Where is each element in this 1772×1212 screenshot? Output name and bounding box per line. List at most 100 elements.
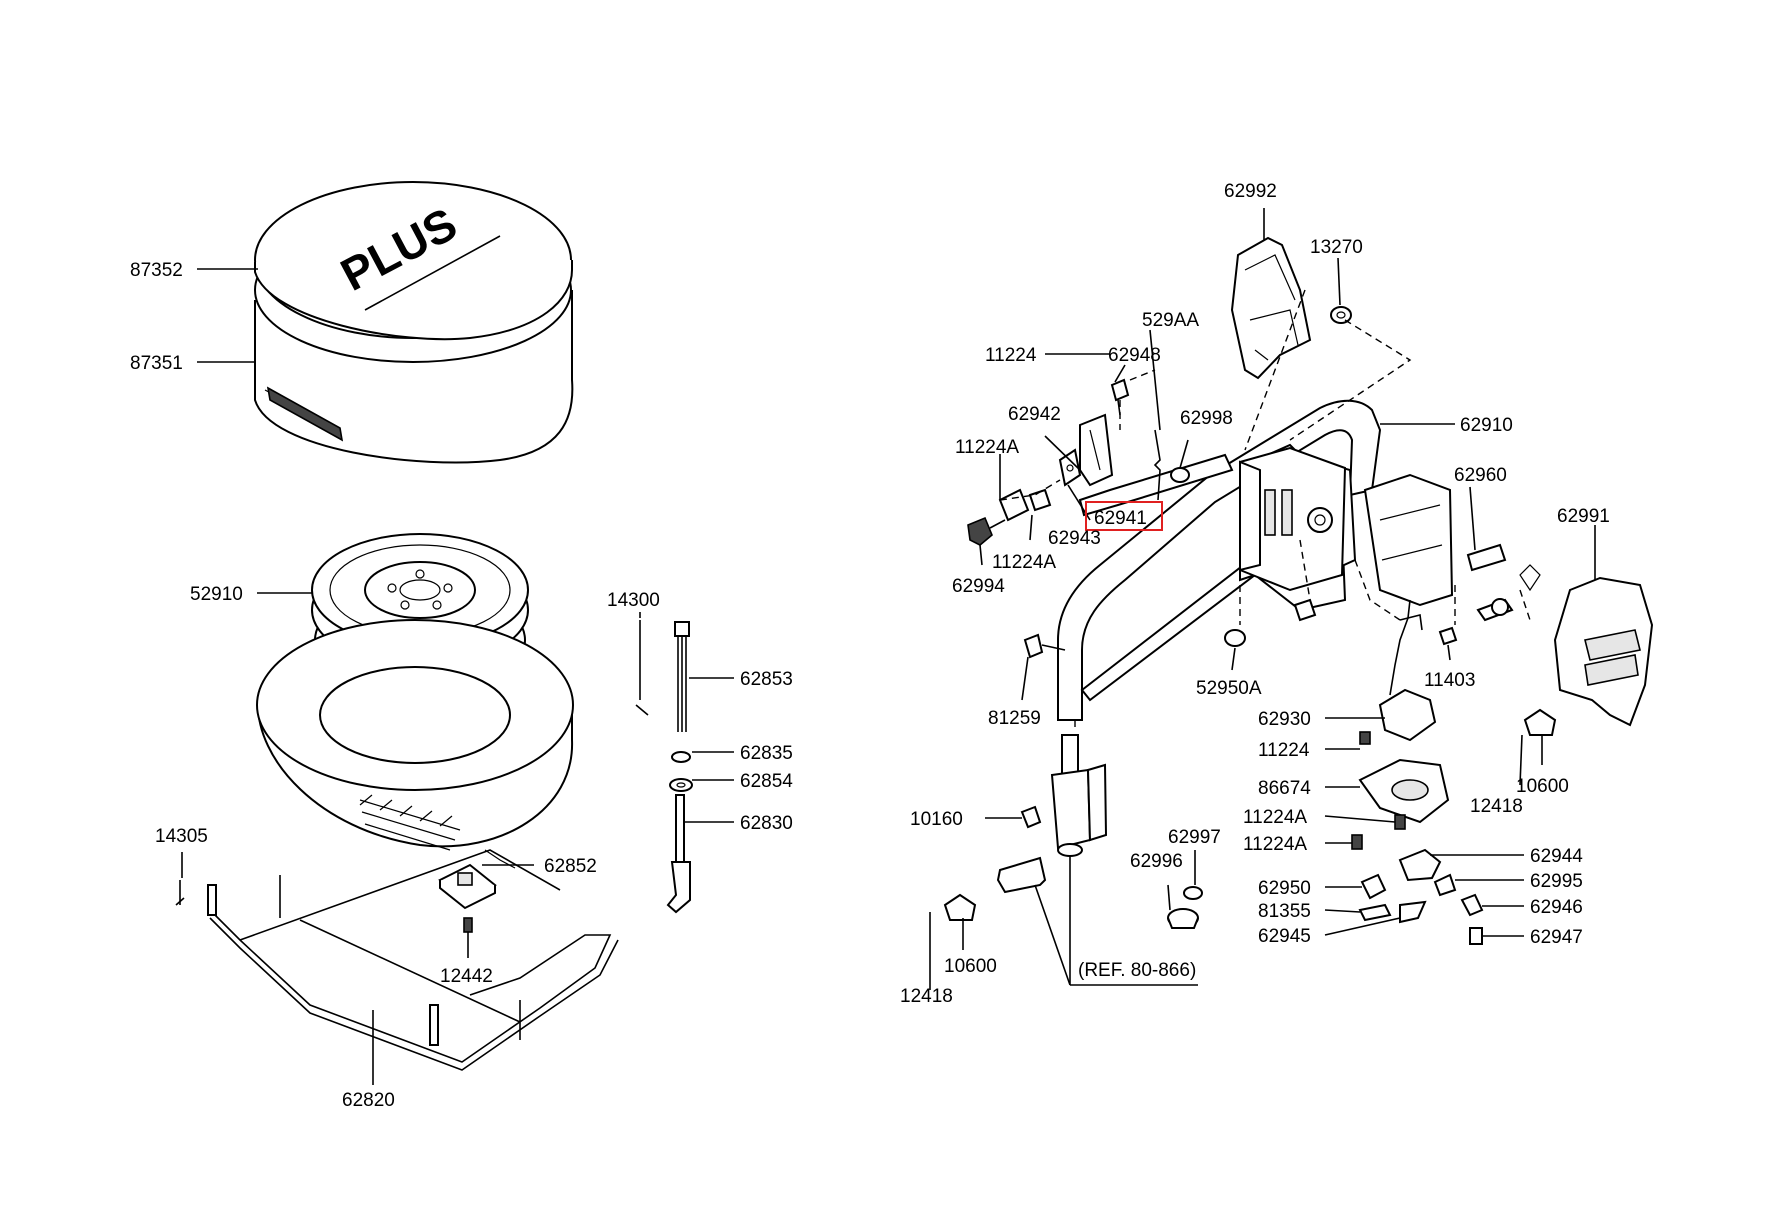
bracket-62942 xyxy=(1079,413,1114,487)
tire-carrier-frame xyxy=(207,849,619,1071)
latch-62930 xyxy=(1378,599,1437,742)
label-62945: 62945 xyxy=(1258,926,1311,947)
screw-12442 xyxy=(463,917,473,950)
label-62835: 62835 xyxy=(740,743,793,764)
label-529AA: 529AA xyxy=(1142,310,1199,331)
hinge-body xyxy=(1363,473,1454,607)
label-11224A-a: 11224A xyxy=(955,437,1019,458)
assembly-guide-lines xyxy=(999,289,1531,730)
bolt-11224A xyxy=(998,488,1052,522)
label-62947: 62947 xyxy=(1530,927,1583,948)
knob-62994 xyxy=(967,516,1006,546)
label-12418-right: 12418 xyxy=(1470,796,1523,817)
label-11224A-c: 11224A xyxy=(1243,807,1307,828)
clip-62947 xyxy=(1469,927,1483,945)
lock-housing xyxy=(1239,446,1347,592)
label-87351: 87351 xyxy=(130,353,183,374)
hold-down-hook xyxy=(666,794,691,914)
label-62830: 62830 xyxy=(740,813,793,834)
label-62930: 62930 xyxy=(1258,709,1311,730)
label-10600-right: 10600 xyxy=(1516,776,1569,797)
label-12442: 12442 xyxy=(440,966,493,987)
label-11224A-d: 11224A xyxy=(1243,834,1307,855)
bolt-11224-top xyxy=(1110,378,1130,416)
label-13270: 13270 xyxy=(1310,237,1363,258)
pad-62945 xyxy=(1399,900,1427,924)
pin-14305 xyxy=(175,880,185,906)
label-62995: 62995 xyxy=(1530,871,1583,892)
ref-note: (REF. 80-866) xyxy=(1078,960,1196,981)
nut-62998 xyxy=(1170,467,1190,483)
label-52910: 52910 xyxy=(190,584,243,605)
rod-529AA xyxy=(1153,429,1161,501)
label-81355: 81355 xyxy=(1258,901,1311,922)
label-11403: 11403 xyxy=(1424,670,1475,691)
highlight-box-62941 xyxy=(1085,501,1163,531)
cover-62991 xyxy=(1553,576,1654,727)
screw-11224A-c xyxy=(1394,814,1406,830)
retainer-bracket-62852 xyxy=(438,863,497,910)
carrier-cover-62992 xyxy=(1230,236,1312,380)
label-14305: 14305 xyxy=(155,826,208,847)
hinge-post xyxy=(1050,734,1108,857)
stop-10600-right xyxy=(1523,708,1557,736)
hold-down-bolt xyxy=(674,621,690,732)
label-14300: 14300 xyxy=(607,590,660,611)
label-11224A-b: 11224A xyxy=(992,552,1056,573)
label-62820: 62820 xyxy=(342,1090,395,1111)
bolt-near-hinge xyxy=(1293,598,1317,622)
nut-52950A xyxy=(1224,629,1246,647)
nut-13270 xyxy=(1330,306,1352,324)
label-62950: 62950 xyxy=(1258,878,1311,899)
cap-62997 xyxy=(1183,886,1203,900)
stop-10600-left xyxy=(943,893,977,921)
lock-cylinder-62960 xyxy=(1466,543,1514,622)
clamp xyxy=(996,856,1047,894)
tire-cover-top: PLUS xyxy=(254,181,573,341)
label-86674: 86674 xyxy=(1258,778,1311,799)
label-10160: 10160 xyxy=(910,809,963,830)
label-62991: 62991 xyxy=(1557,506,1610,527)
label-62943: 62943 xyxy=(1048,528,1101,549)
label-11224-top: 11224 xyxy=(985,345,1037,366)
clip-62995 xyxy=(1433,873,1457,897)
label-62948: 62948 xyxy=(1108,345,1161,366)
screw-11224A-d xyxy=(1351,834,1363,850)
bolt-washer xyxy=(669,751,693,792)
label-10600-left: 10600 xyxy=(944,956,997,977)
label-62941: 62941 xyxy=(1094,508,1147,529)
label-62960: 62960 xyxy=(1454,465,1507,486)
cover-86674 xyxy=(1358,758,1450,824)
leader-lines xyxy=(181,208,1596,1085)
label-62854: 62854 xyxy=(740,771,793,792)
lock-clip xyxy=(1519,564,1541,592)
bolt-11403 xyxy=(1438,626,1458,646)
label-62946: 62946 xyxy=(1530,897,1583,918)
label-81259: 81259 xyxy=(988,708,1041,729)
bracket-62944 xyxy=(1398,848,1442,882)
clip-62946 xyxy=(1460,893,1484,917)
part-labels: 87352 87351 52910 14300 62853 62835 6285… xyxy=(130,181,1610,1111)
label-62944: 62944 xyxy=(1530,846,1583,867)
bolt-10160 xyxy=(1020,805,1042,829)
label-62998: 62998 xyxy=(1180,408,1233,429)
bolt-11224-mid xyxy=(1359,731,1371,745)
label-52950A: 52950A xyxy=(1196,678,1262,699)
label-62994: 62994 xyxy=(952,576,1005,597)
label-62992: 62992 xyxy=(1224,181,1277,202)
plate-62943 xyxy=(1058,448,1082,487)
pad-81355 xyxy=(1358,903,1392,922)
spare-tire xyxy=(256,619,574,851)
clip-62950 xyxy=(1360,873,1387,900)
label-11224-mid: 11224 xyxy=(1258,740,1310,761)
label-62853: 62853 xyxy=(740,669,793,690)
label-62997: 62997 xyxy=(1168,827,1221,848)
label-62852: 62852 xyxy=(544,856,597,877)
bumper-62996 xyxy=(1167,908,1199,929)
bolt-81259 xyxy=(1023,633,1066,659)
label-62996: 62996 xyxy=(1130,851,1183,872)
label-12418-left: 12418 xyxy=(900,986,953,1007)
label-87352: 87352 xyxy=(130,260,183,281)
label-62942: 62942 xyxy=(1008,404,1061,425)
